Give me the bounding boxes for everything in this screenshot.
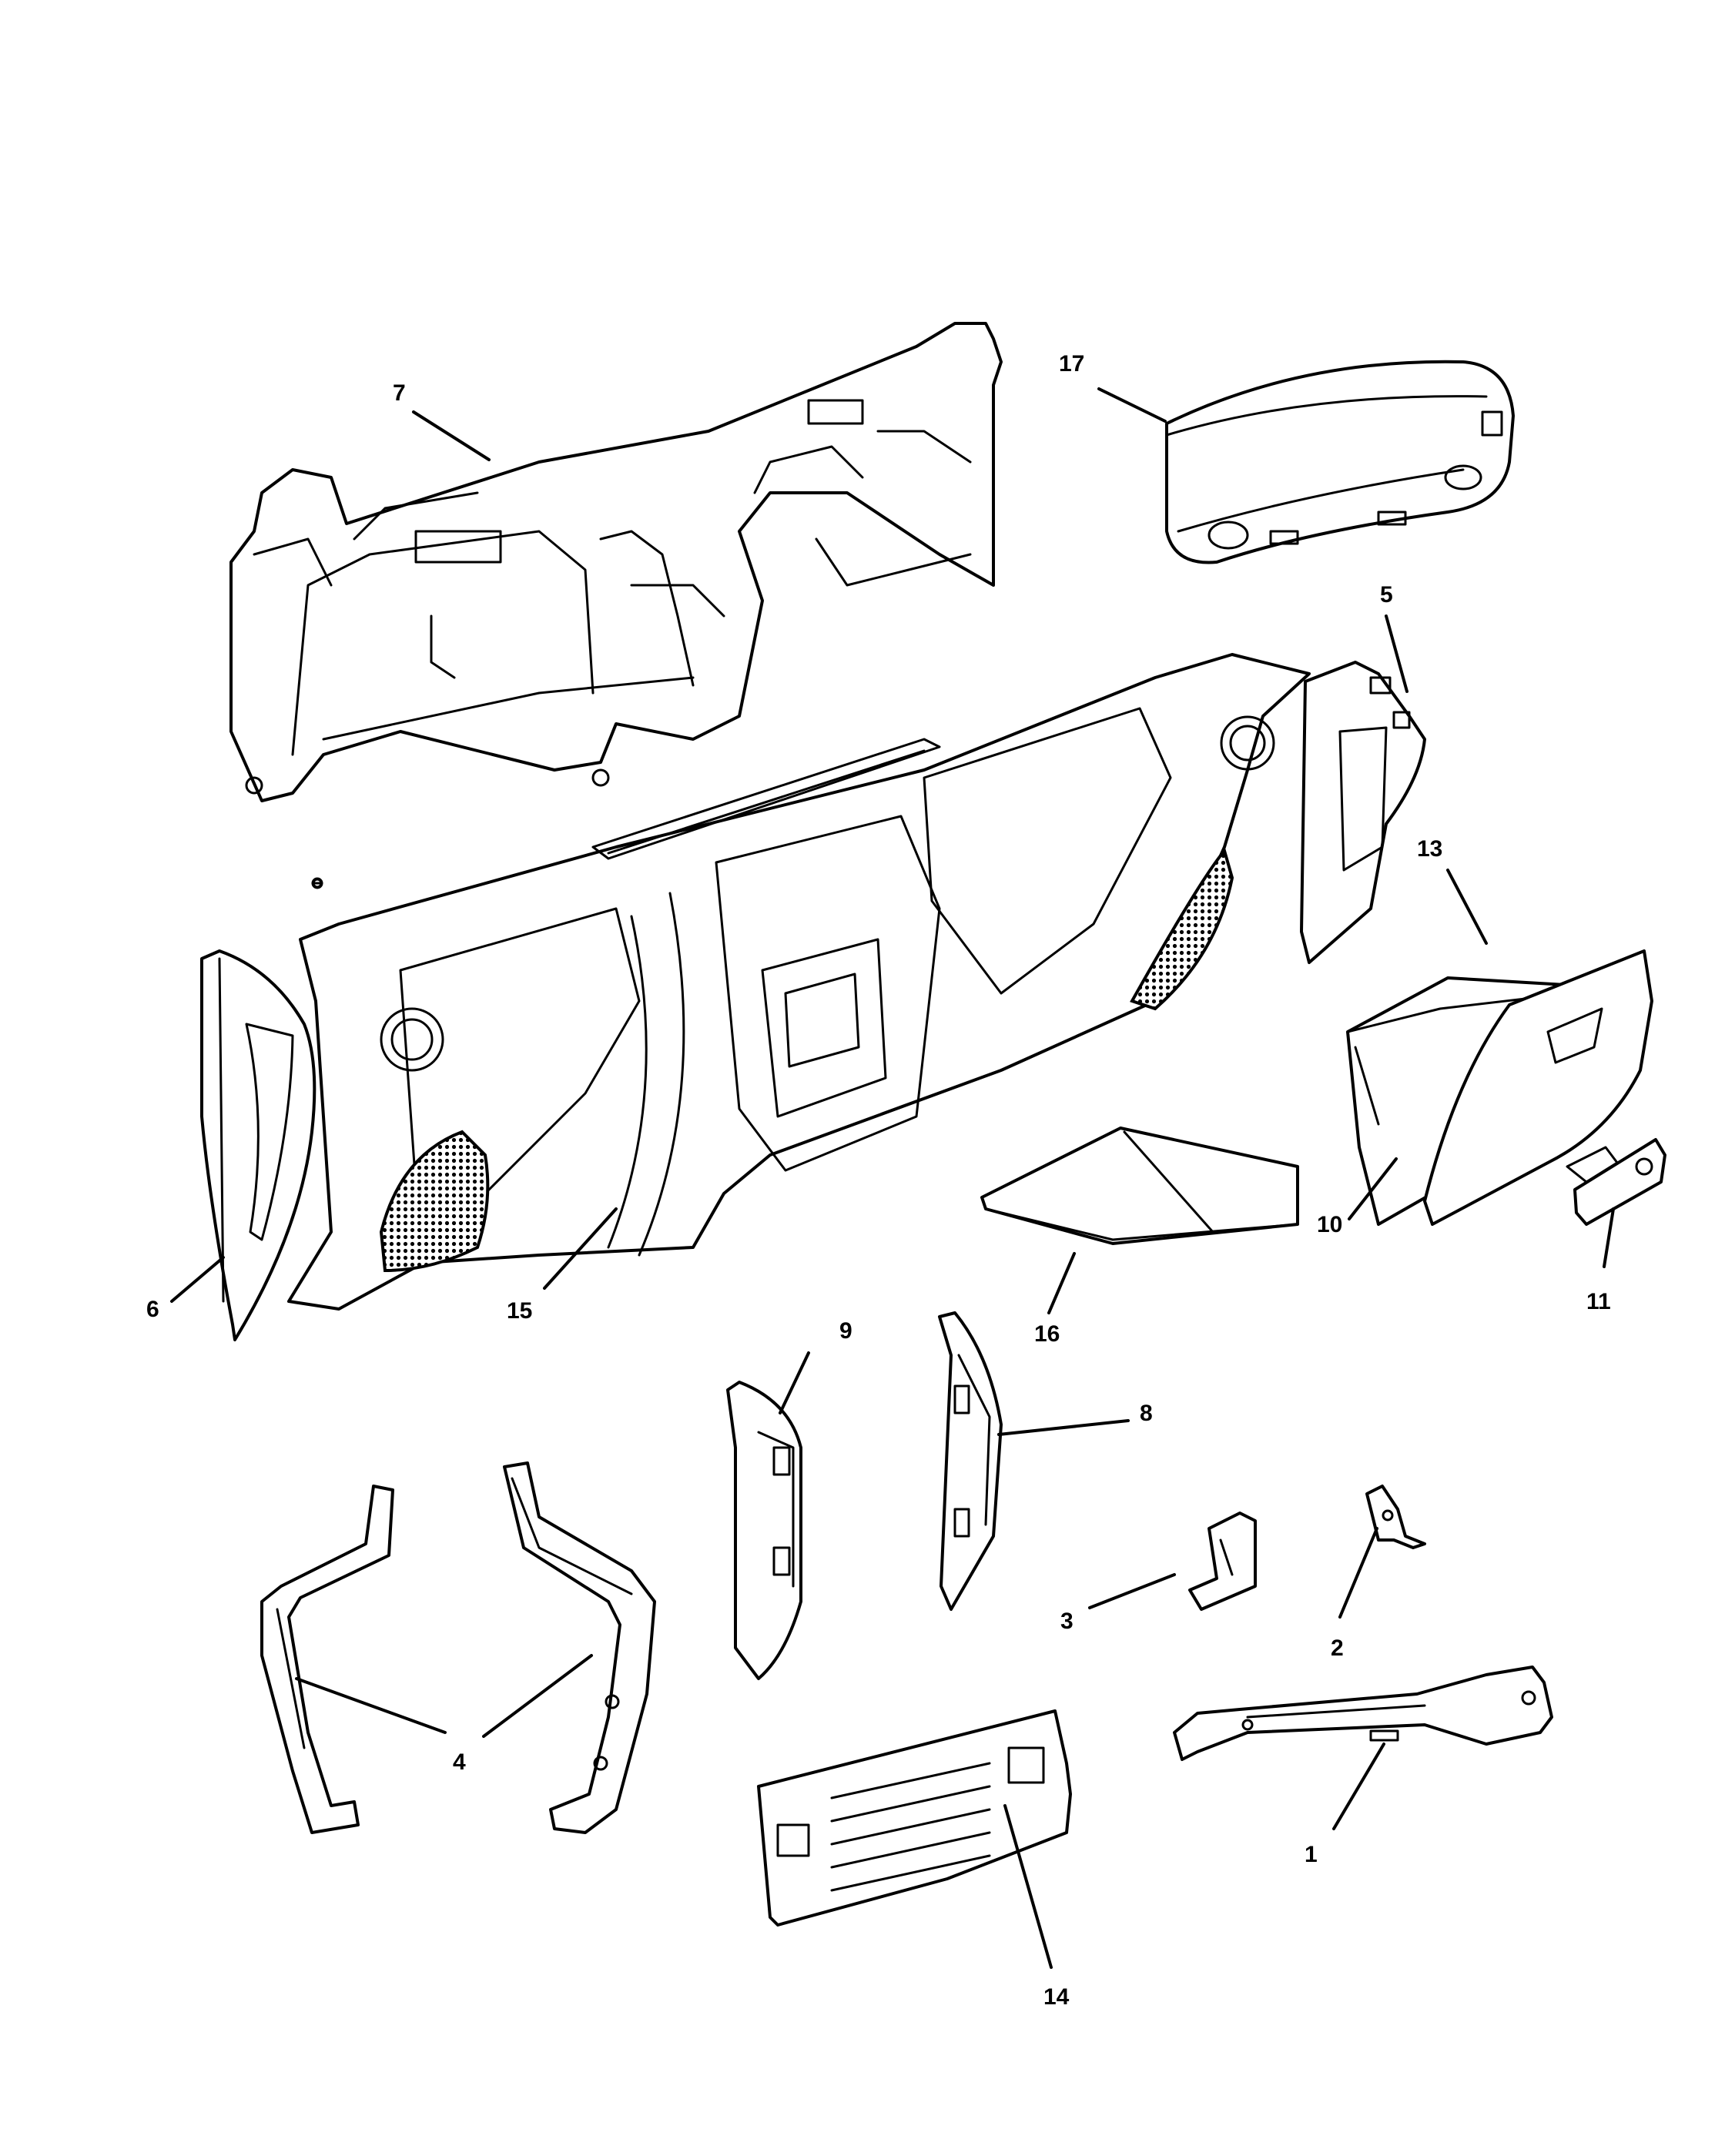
callout-6: 6 <box>146 1297 159 1322</box>
leader-13 <box>1446 869 1488 945</box>
callout-14: 14 <box>1043 1984 1070 2010</box>
leader-16 <box>1047 1252 1076 1314</box>
callout-7: 7 <box>393 380 406 406</box>
leader-5 <box>1385 614 1408 693</box>
part-7-instrument-panel-frame <box>229 322 1003 802</box>
part-2-clip <box>1365 1485 1426 1549</box>
callout-17: 17 <box>1059 351 1084 377</box>
callout-11: 11 <box>1586 1289 1611 1314</box>
part-9-left-bezel <box>726 1381 802 1680</box>
callout-1: 1 <box>1305 1842 1318 1867</box>
callout-13: 13 <box>1417 836 1442 862</box>
callout-labels: 7 17 5 13 10 11 6 15 16 9 8 3 2 4 1 14 <box>146 351 1611 2010</box>
callout-4: 4 <box>453 1749 466 1775</box>
part-3-bracket <box>1188 1512 1257 1611</box>
leader-8 <box>997 1419 1130 1436</box>
leader-6 <box>170 1256 225 1303</box>
leader-4b <box>482 1654 593 1738</box>
callout-10: 10 <box>1317 1212 1342 1237</box>
part-14-ribbed-panel <box>757 1709 1072 1927</box>
leader-1 <box>1332 1743 1385 1830</box>
part-1-support-bracket <box>1173 1666 1553 1761</box>
leader-9 <box>779 1351 810 1414</box>
part-10-glove-box-door <box>1423 949 1653 1226</box>
callout-15: 15 <box>507 1298 532 1324</box>
part-4-right-brace <box>503 1461 656 1834</box>
leader-7 <box>412 410 491 461</box>
leader-15 <box>543 1207 618 1290</box>
callout-16: 16 <box>1034 1321 1060 1347</box>
leader-14 <box>1003 1804 1053 1969</box>
callout-9: 9 <box>839 1318 852 1344</box>
part-16-top-cover-pad <box>980 1127 1299 1245</box>
part-5-right-end-cap <box>1300 661 1426 964</box>
part-11-glove-box-latch <box>1566 1138 1666 1226</box>
callout-8: 8 <box>1140 1401 1153 1426</box>
right-speaker-grille <box>1130 847 1234 1011</box>
callout-2: 2 <box>1331 1635 1344 1661</box>
callout-5: 5 <box>1380 582 1393 608</box>
leader-11 <box>1603 1207 1615 1268</box>
leader-2 <box>1338 1527 1378 1619</box>
part-17-airbag-module <box>1165 360 1515 564</box>
part-6-left-end-cap <box>200 949 317 1341</box>
leader-3 <box>1088 1573 1176 1609</box>
leader-lines <box>170 387 1615 1969</box>
left-speaker-grille <box>379 1130 490 1273</box>
screw <box>311 878 323 889</box>
instrument-panel-assembly <box>287 653 1311 1311</box>
leader-4a <box>295 1677 447 1734</box>
leader-17 <box>1097 387 1167 423</box>
part-4-left-brace <box>260 1485 394 1834</box>
leader-10 <box>1348 1157 1398 1220</box>
callout-3: 3 <box>1060 1609 1074 1634</box>
part-8-right-bezel <box>938 1311 1003 1611</box>
